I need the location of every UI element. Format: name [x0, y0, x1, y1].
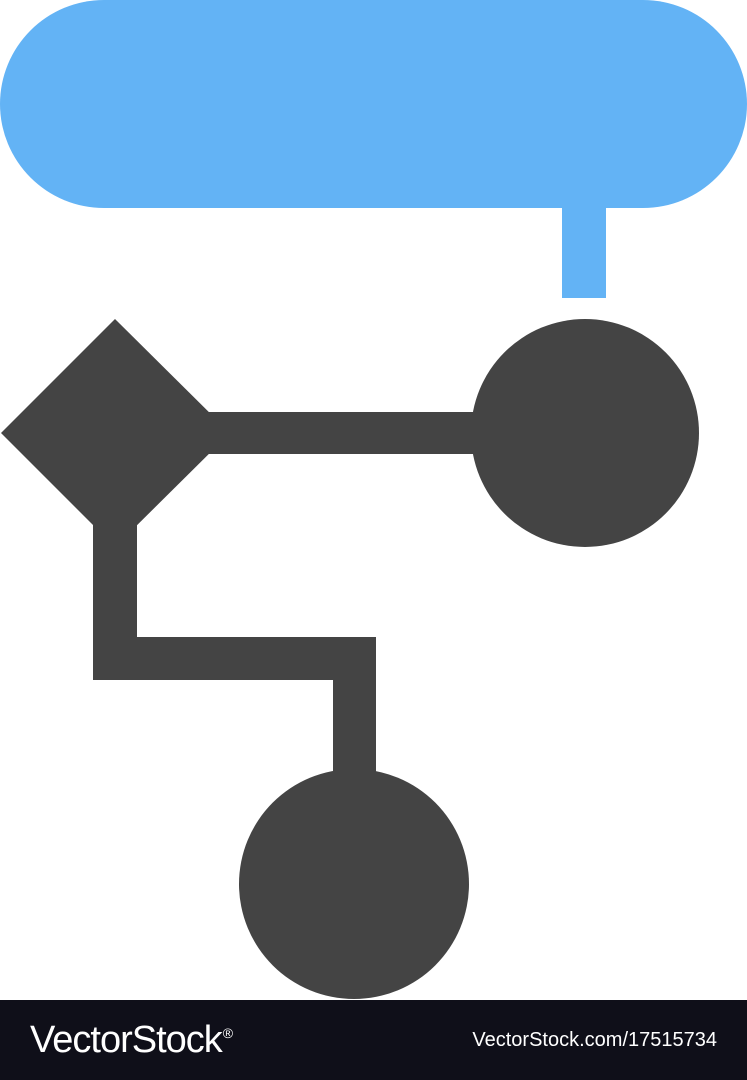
elbow-vertical-right — [333, 637, 376, 772]
flowchart-icon — [0, 0, 747, 999]
brand-name: VectorStock — [30, 1018, 223, 1061]
brand-logo: VectorStock® — [30, 1019, 233, 1062]
elbow-horizontal — [93, 637, 376, 680]
decision-diamond — [1, 319, 230, 547]
horizontal-connector — [200, 412, 500, 454]
terminator-pill — [0, 0, 747, 208]
process-circle-bottom — [239, 769, 469, 999]
image-id: VectorStock.com/17515734 — [472, 1028, 717, 1051]
pill-connector — [562, 204, 606, 298]
process-circle-right — [471, 319, 699, 547]
watermark-footer: VectorStock® VectorStock.com/17515734 — [0, 1000, 747, 1080]
registered-mark: ® — [222, 1024, 234, 1041]
